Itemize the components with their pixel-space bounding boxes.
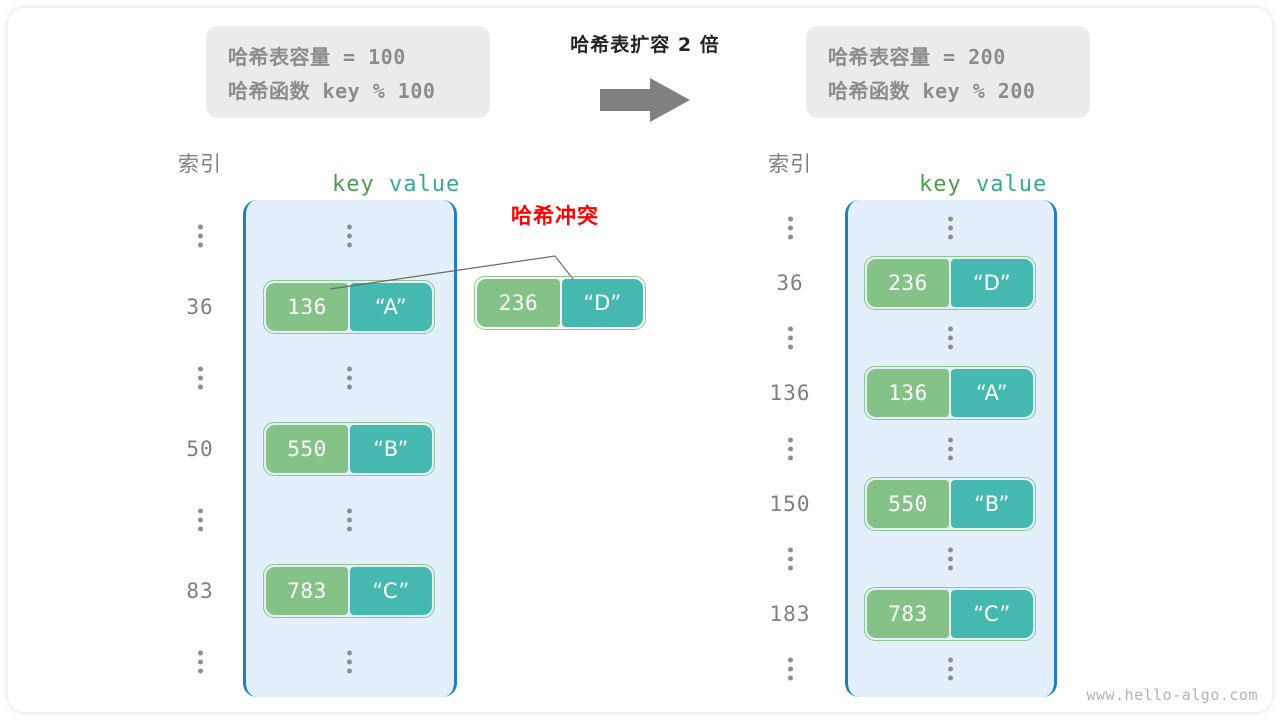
row-index-ellipsis [155,224,245,247]
transform-caption: 哈希表扩容 2 倍 [570,34,720,56]
bucket-entry: 136“A” [864,366,1036,421]
before-info-box: 哈希表容量 = 100 哈希函数 key % 100 [206,26,490,118]
before-hash-function-line: 哈希函数 key % 100 [228,79,436,103]
detached-key-cell: 236 [477,279,560,327]
entry-value-cell: “C” [951,590,1033,639]
detached-value-cell: “D” [561,279,643,327]
row-index-ellipsis [155,508,245,531]
entry-key-cell: 136 [867,369,949,418]
row-index: 36 [776,270,804,295]
row-index-ellipsis [745,326,835,350]
entry-key-cell: 550 [867,479,949,528]
entry-value-cell: “D” [951,258,1033,307]
card-frame [8,8,1272,712]
bucket-ellipsis-icon [940,657,960,681]
after-info-box: 哈希表容量 = 200 哈希函数 key % 200 [806,26,1090,118]
entry-value-cell: “B” [951,479,1033,528]
row-index: 83 [186,578,214,603]
bucket-entry: 550“B” [864,476,1036,531]
entry-value-cell: “B” [350,424,432,473]
after-hash-function-line: 哈希函数 key % 200 [828,79,1036,103]
after-key-header: key [918,172,962,197]
collision-label: 哈希冲突 [511,204,599,228]
after-index-header: 索引 [768,152,812,176]
row-index: 50 [186,436,214,461]
after-value-header: value [975,172,1048,197]
row-index-ellipsis [745,547,835,571]
entry-key-cell: 783 [266,566,348,615]
row-index: 136 [769,381,811,406]
row-index-ellipsis [745,657,835,681]
row-index-ellipsis [155,650,245,673]
row-index-ellipsis [745,216,835,240]
bucket-ellipsis-icon [940,216,960,240]
bucket-entry: 783“C” [263,563,435,618]
bucket-entry: 550“B” [263,421,435,476]
row-index-ellipsis [745,437,835,460]
after-capacity-line: 哈希表容量 = 200 [828,45,1006,69]
entry-key-cell: 550 [266,424,348,473]
row-index: 36 [186,294,214,319]
entry-value-cell: “A” [951,369,1033,418]
entry-value-cell: “A” [350,282,432,331]
bucket-ellipsis-icon [339,650,359,673]
before-key-header: key [331,172,375,197]
entry-key-cell: 783 [867,590,949,639]
row-index: 183 [769,602,811,627]
bucket-ellipsis-icon [940,547,960,571]
entry-value-cell: “C” [350,566,432,615]
bucket-ellipsis-icon [940,326,960,350]
bucket-ellipsis-icon [940,437,960,460]
bucket-ellipsis-icon [339,224,359,247]
collision-detached-entry: 236 “D” [474,276,646,330]
bucket-ellipsis-icon [339,366,359,389]
row-index-ellipsis [155,366,245,389]
row-index: 150 [769,491,811,516]
bucket-entry: 236“D” [864,255,1036,310]
before-capacity-line: 哈希表容量 = 100 [228,45,406,69]
watermark: www.hello-algo.com [1086,686,1258,704]
bucket-entry: 136“A” [263,279,435,334]
bucket-ellipsis-icon [339,508,359,531]
before-index-header: 索引 [178,152,222,176]
before-value-header: value [388,172,461,197]
right-arrow-icon [600,78,690,122]
entry-key-cell: 236 [867,258,949,307]
entry-key-cell: 136 [266,282,348,331]
bucket-entry: 783“C” [864,587,1036,642]
